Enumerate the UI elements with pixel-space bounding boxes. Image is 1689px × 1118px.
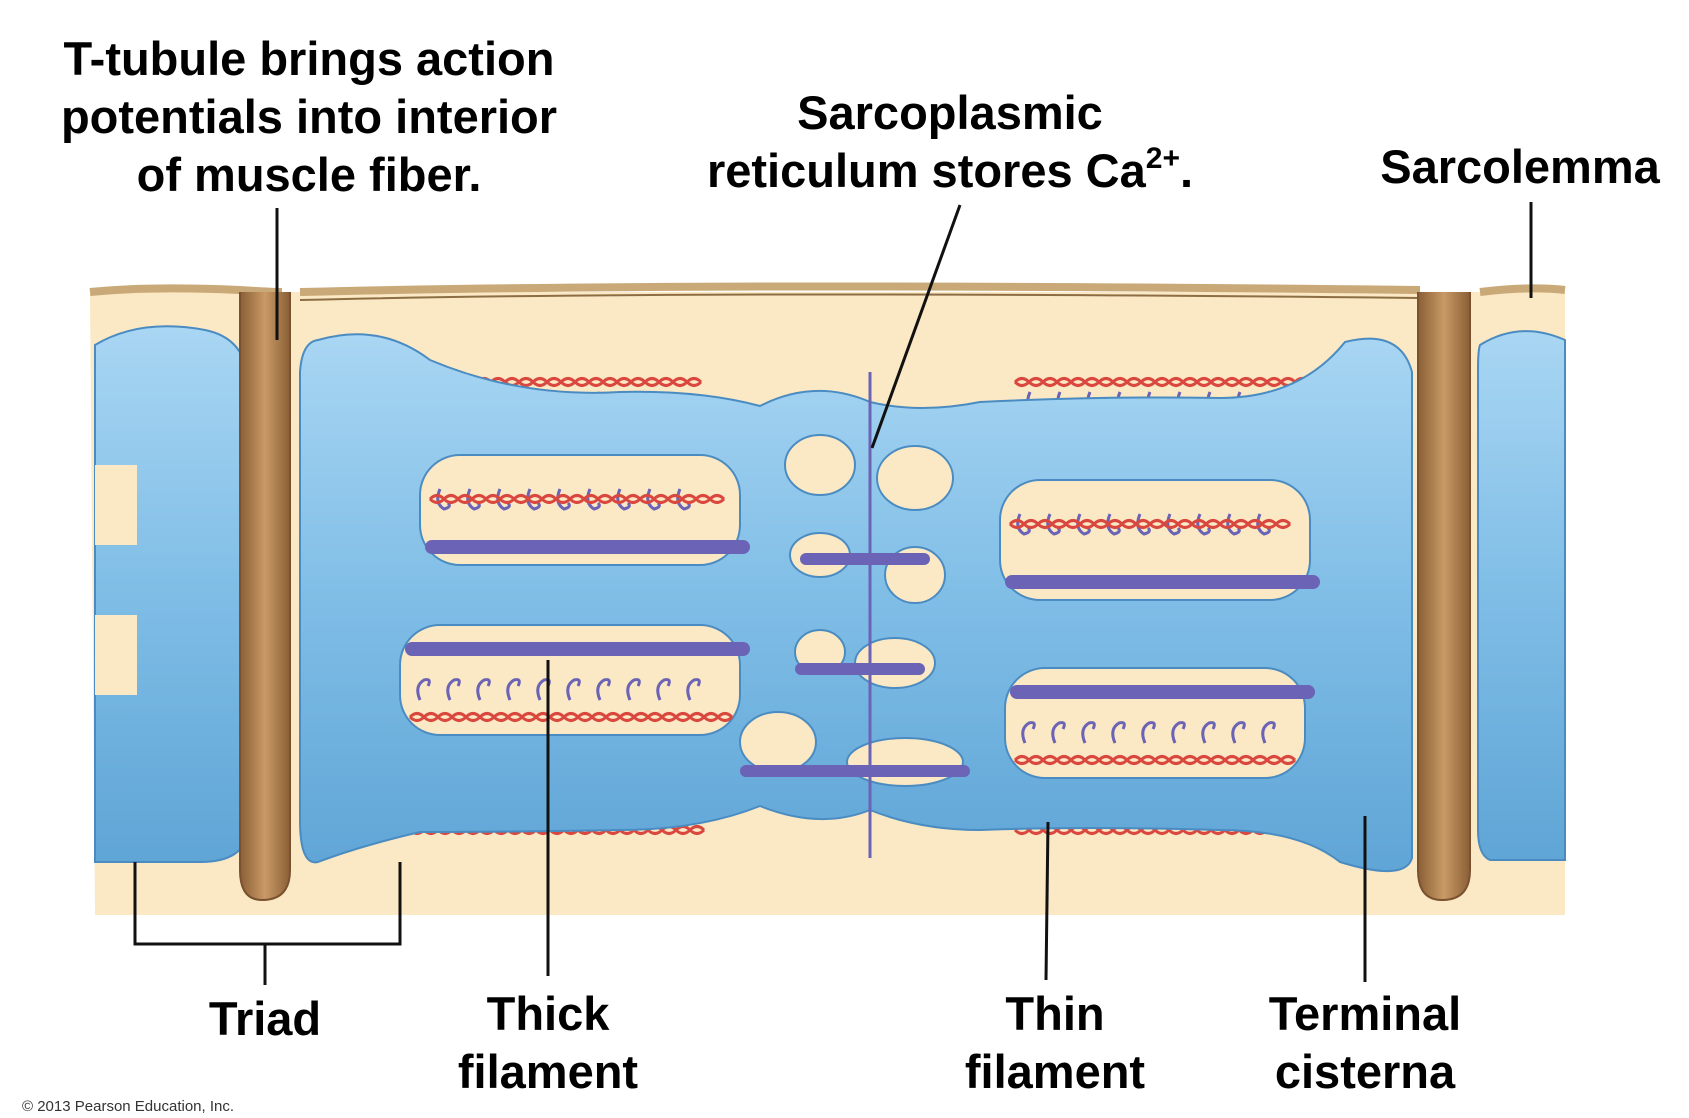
leader-sr xyxy=(870,204,962,449)
sarcolemma-membrane xyxy=(89,282,1566,296)
myosin-head xyxy=(656,678,671,701)
thick-filament xyxy=(425,540,750,554)
label-thick-filament: Thick filament xyxy=(418,985,678,1101)
label-sarcolemma-text: Sarcolemma xyxy=(1380,140,1660,193)
window-filaments xyxy=(1005,513,1320,589)
myosin-head xyxy=(1261,721,1276,744)
thin-filament xyxy=(1013,377,1339,385)
thin-filament xyxy=(1008,521,1292,529)
label-sr-line2: reticulum stores Ca2+. xyxy=(660,142,1240,200)
thick-filament xyxy=(1010,685,1315,699)
label-sarcolemma: Sarcolemma xyxy=(1355,138,1685,196)
sr-left-partial xyxy=(94,325,249,863)
label-sr-line2-sup: 2+ xyxy=(1145,142,1180,176)
label-terminal-cisterna: Terminal cisterna xyxy=(1225,985,1505,1101)
myosin-head xyxy=(1081,721,1096,744)
sr-window xyxy=(419,454,741,566)
myosin-head xyxy=(1201,721,1216,744)
myosin-head xyxy=(506,678,521,701)
myosin-head xyxy=(686,678,701,701)
myosin-head xyxy=(416,678,431,701)
sr-fenestrations xyxy=(399,434,1320,787)
label-terminal-line2: cisterna xyxy=(1274,1045,1456,1098)
thick-filament xyxy=(405,642,750,656)
myosin-head xyxy=(446,678,461,701)
myosin-head xyxy=(1171,721,1186,744)
label-t-tubule-line2: potentials into interior xyxy=(60,90,558,143)
sr-small-opening xyxy=(784,434,856,496)
label-t-tubule: T-tubule brings action potentials into i… xyxy=(14,30,604,204)
label-sr-line1: Sarcoplasmic xyxy=(797,86,1103,139)
myosin-head xyxy=(626,678,641,701)
label-thick-line1: Thick xyxy=(486,987,610,1040)
myosin-head xyxy=(526,488,541,511)
thin-filament xyxy=(408,827,706,835)
thick-filament xyxy=(800,553,930,565)
label-sr-line2-end: . xyxy=(1179,144,1194,197)
myosin-head xyxy=(1021,721,1036,744)
leader-lines xyxy=(133,202,1533,985)
label-terminal-line1: Terminal xyxy=(1268,987,1462,1040)
copyright-notice: © 2013 Pearson Education, Inc. xyxy=(22,1098,235,1115)
thin-filament xyxy=(408,712,734,720)
t-tubule-right xyxy=(1417,292,1471,902)
myosin-head xyxy=(596,678,611,701)
myosin-head xyxy=(476,678,491,701)
myosin-head xyxy=(566,678,581,701)
sr-left-gap-bottom xyxy=(95,615,137,695)
myosin-head xyxy=(1141,721,1156,744)
thin-filament xyxy=(428,494,726,502)
sarcoplasmic-reticulum xyxy=(299,333,1413,872)
label-thick-line2: filament xyxy=(457,1045,639,1098)
myosin-head xyxy=(1051,721,1066,744)
thin-filament xyxy=(408,714,734,722)
myosin-head xyxy=(1231,721,1246,744)
label-triad: Triad xyxy=(165,990,365,1048)
thin-filament xyxy=(1013,757,1297,765)
sr-small-opening xyxy=(739,711,817,773)
window-filaments xyxy=(405,642,750,722)
myosin-head xyxy=(1106,513,1121,536)
window-filaments xyxy=(1010,685,1315,765)
label-sarcoplasmic-reticulum: Sarcoplasmic reticulum stores Ca2+. xyxy=(660,84,1240,200)
label-thin-filament: Thin filament xyxy=(925,985,1185,1101)
sr-window xyxy=(999,479,1311,601)
myosin-head xyxy=(1111,721,1126,744)
label-thin-line1: Thin xyxy=(1005,987,1105,1040)
label-t-tubule-line3: of muscle fiber. xyxy=(136,148,482,201)
thin-filament xyxy=(428,496,726,504)
thick-filament xyxy=(1005,575,1320,589)
thick-filament xyxy=(740,765,970,777)
sr-small-opening xyxy=(876,445,954,511)
thick-filament xyxy=(795,663,925,675)
label-triad-text: Triad xyxy=(208,992,322,1045)
thin-filament xyxy=(1013,379,1339,387)
label-thin-line2: filament xyxy=(964,1045,1146,1098)
leader-thin xyxy=(1044,821,1050,981)
sr-left-gap-top xyxy=(95,465,137,545)
sr-right-partial xyxy=(1477,330,1566,861)
label-t-tubule-line1: T-tubule brings action xyxy=(63,32,555,85)
window-filaments xyxy=(425,488,750,554)
label-sr-line2-text: reticulum stores Ca xyxy=(706,144,1146,197)
sarcolemma-inner-edge xyxy=(299,293,1421,301)
triad-bracket xyxy=(133,862,402,985)
sr-small-opening xyxy=(846,737,964,787)
t-tubule-left xyxy=(239,292,291,902)
